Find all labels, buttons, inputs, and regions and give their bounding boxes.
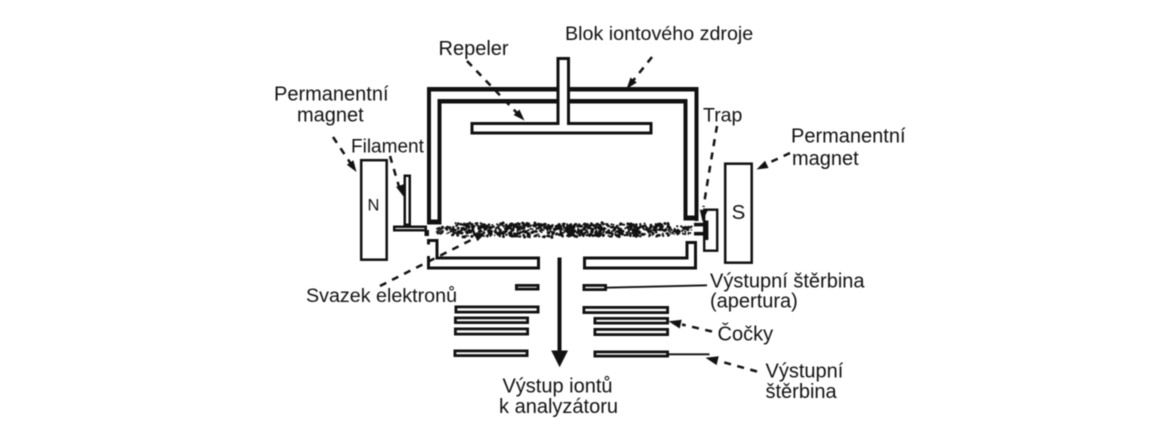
svg-text:Výstupní štěrbina: Výstupní štěrbina <box>710 271 865 293</box>
svg-text:Permanentní: Permanentní <box>791 126 906 148</box>
svg-text:Trap: Trap <box>703 105 743 127</box>
svg-text:štěrbina: štěrbina <box>766 381 838 403</box>
svg-text:Výstup iontů: Výstup iontů <box>502 375 612 397</box>
svg-text:k analyzátoru: k analyzátoru <box>499 396 618 418</box>
svg-text:magnet: magnet <box>297 104 364 126</box>
svg-text:Filament: Filament <box>351 137 425 158</box>
svg-text:Čočky: Čočky <box>718 323 774 346</box>
svg-text:(apertura): (apertura) <box>710 291 798 313</box>
svg-text:Výstupní: Výstupní <box>766 361 844 383</box>
svg-text:magnet: magnet <box>792 148 859 170</box>
svg-text:Repeler: Repeler <box>439 38 509 60</box>
svg-text:Blok iontového zdroje: Blok iontového zdroje <box>565 23 753 45</box>
svg-text:N: N <box>368 197 380 215</box>
svg-text:Permanentní: Permanentní <box>274 84 389 106</box>
svg-text:Svazek elektronů: Svazek elektronů <box>306 285 457 307</box>
svg-text:S: S <box>732 201 746 224</box>
